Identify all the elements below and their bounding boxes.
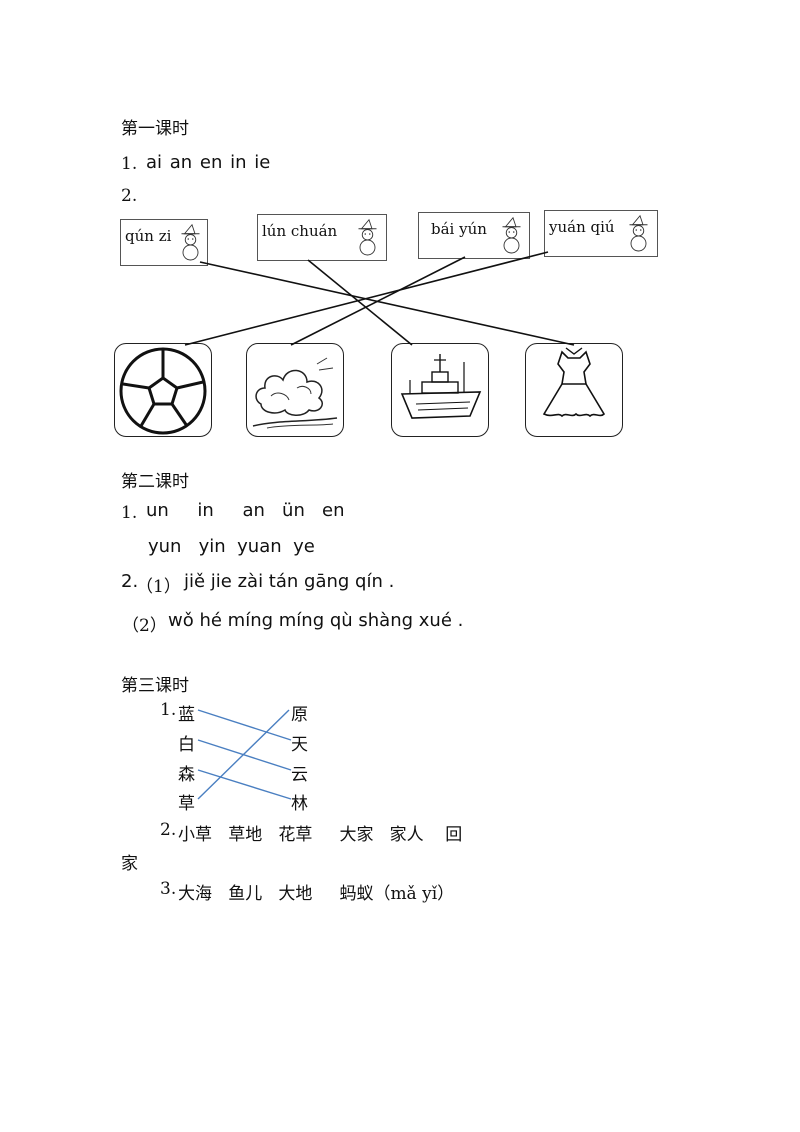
left-char-2: 白	[178, 735, 195, 755]
lesson2-q2-part1-label: （1）	[136, 577, 181, 597]
match-line-qunzi-dress	[199, 261, 575, 346]
lesson3-q2-answer-wrap: 家	[121, 854, 138, 874]
word-card-label: lún chuán	[262, 222, 338, 240]
match-line-lan-tian	[197, 709, 292, 741]
word-card-qun-zi: qún zi	[120, 219, 208, 266]
word-card-label: qún zi	[125, 227, 172, 245]
picture-card-dress	[525, 343, 623, 437]
lesson2-q2-part2-label: （2）	[122, 616, 167, 636]
lesson1-title: 第一课时	[121, 119, 189, 139]
right-char-4: 林	[291, 794, 308, 814]
right-char-1: 原	[291, 705, 308, 725]
lesson2-q1-number: 1.	[121, 503, 138, 523]
left-char-3: 森	[178, 765, 195, 785]
picture-card-cloud	[246, 343, 344, 437]
lesson3-q2-number: 2.	[160, 820, 177, 840]
lesson3-q1-number: 1.	[160, 700, 177, 720]
left-char-4: 草	[178, 794, 195, 814]
picture-card-ship	[391, 343, 489, 437]
lesson2-q2-part2: wǒ hé míng míng qù shàng xué .	[168, 610, 464, 631]
match-line-yuanqiu-ball	[184, 251, 549, 346]
word-card-label: bái yún	[431, 220, 487, 238]
left-char-1: 蓝	[178, 705, 195, 725]
cloud-icon	[252, 357, 338, 429]
lesson1-q1-number: 1.	[121, 154, 138, 174]
lesson2-q1-row1: un in an ün en	[146, 500, 345, 521]
lesson2-q1-row2: yun yin yuan ye	[148, 536, 315, 557]
snowman-icon	[181, 223, 200, 261]
match-line-baiyun-cloud	[290, 256, 466, 346]
word-card-yuan-qiu: yuán qiú	[544, 210, 658, 257]
right-char-3: 云	[291, 765, 308, 785]
match-line-lunchuan-ship	[307, 259, 413, 346]
match-line-bai-yun	[197, 739, 292, 771]
word-card-bai-yun: bái yún	[418, 212, 530, 259]
lesson3-q3-number: 3.	[160, 879, 177, 899]
match-line-sen-lin	[197, 769, 292, 800]
lesson2-title: 第二课时	[121, 472, 189, 492]
lesson1-q1-answer: ai an en in ie	[146, 152, 271, 173]
lesson2-q2-part1: jiě jie zài tán gāng qín .	[184, 571, 395, 592]
right-char-2: 天	[291, 735, 308, 755]
dress-icon	[542, 347, 606, 418]
picture-card-ball	[114, 343, 212, 437]
snowman-icon	[629, 214, 648, 252]
lesson3-title: 第三课时	[121, 676, 189, 696]
snowman-icon	[502, 216, 521, 254]
lesson1-q2-number: 2.	[121, 186, 138, 206]
lesson3-q2-answer: 小草 草地 花草 大家 家人 回	[178, 825, 463, 845]
match-line-cao-yuan	[197, 709, 290, 800]
lesson2-q2-number: 2.	[121, 571, 139, 592]
soccer-ball-icon	[119, 347, 207, 435]
lesson3-q3-answer: 大海 鱼儿 大地 蚂蚁（mǎ yǐ）	[178, 884, 455, 904]
ship-icon	[400, 354, 482, 419]
word-card-lun-chuan: lún chuán	[257, 214, 387, 261]
snowman-icon	[358, 218, 377, 256]
word-card-label: yuán qiú	[549, 218, 615, 236]
